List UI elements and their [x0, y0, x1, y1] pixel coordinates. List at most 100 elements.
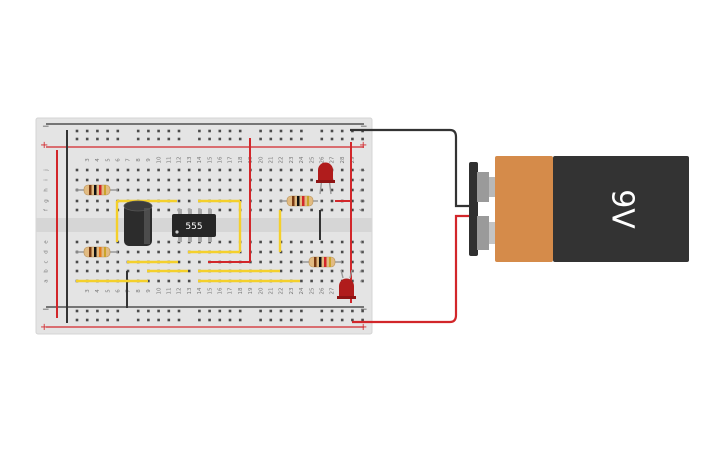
- rail-hole[interactable]: [116, 309, 120, 313]
- rail-hole[interactable]: [198, 137, 201, 141]
- rail-hole[interactable]: [208, 318, 211, 322]
- terminal-hole[interactable]: [75, 260, 79, 264]
- led-bottom[interactable]: [337, 269, 356, 299]
- rail-hole[interactable]: [85, 309, 89, 313]
- terminal-hole[interactable]: [136, 188, 140, 192]
- terminal-hole[interactable]: [177, 188, 181, 192]
- rail-hole[interactable]: [136, 137, 140, 141]
- terminal-hole[interactable]: [361, 199, 364, 203]
- rail-hole[interactable]: [289, 309, 293, 313]
- terminal-hole[interactable]: [269, 240, 273, 244]
- terminal-hole[interactable]: [157, 188, 160, 192]
- terminal-hole[interactable]: [289, 168, 293, 172]
- terminal-hole[interactable]: [116, 269, 120, 273]
- terminal-hole[interactable]: [167, 240, 171, 244]
- terminal-hole[interactable]: [157, 250, 160, 254]
- terminal-hole[interactable]: [96, 199, 99, 203]
- chip-555[interactable]: 555: [172, 209, 216, 242]
- terminal-hole[interactable]: [269, 168, 273, 172]
- rail-hole[interactable]: [177, 129, 181, 133]
- terminal-hole[interactable]: [147, 250, 150, 254]
- terminal-hole[interactable]: [106, 178, 109, 182]
- rail-hole[interactable]: [259, 129, 262, 133]
- rail-hole[interactable]: [238, 129, 242, 133]
- terminal-hole[interactable]: [300, 208, 303, 212]
- rail-hole[interactable]: [136, 309, 140, 313]
- terminal-hole[interactable]: [75, 269, 79, 273]
- rail-hole[interactable]: [75, 318, 79, 322]
- terminal-hole[interactable]: [351, 199, 354, 203]
- rail-hole[interactable]: [300, 318, 303, 322]
- rail-hole[interactable]: [269, 129, 273, 133]
- rail-hole[interactable]: [320, 309, 324, 313]
- rail-hole[interactable]: [330, 309, 334, 313]
- terminal-hole[interactable]: [187, 279, 191, 283]
- terminal-hole[interactable]: [198, 188, 201, 192]
- electrolytic-capacitor[interactable]: [123, 200, 153, 246]
- terminal-hole[interactable]: [351, 260, 354, 264]
- rail-hole[interactable]: [340, 318, 344, 322]
- rail-hole[interactable]: [198, 129, 201, 133]
- rail-hole[interactable]: [75, 309, 79, 313]
- terminal-hole[interactable]: [340, 168, 344, 172]
- terminal-hole[interactable]: [136, 178, 140, 182]
- terminal-hole[interactable]: [228, 188, 232, 192]
- terminal-hole[interactable]: [340, 260, 344, 264]
- terminal-hole[interactable]: [320, 188, 324, 192]
- led-top[interactable]: [316, 162, 335, 195]
- terminal-hole[interactable]: [351, 178, 354, 182]
- rail-hole[interactable]: [106, 318, 109, 322]
- terminal-hole[interactable]: [208, 178, 211, 182]
- rail-hole[interactable]: [330, 137, 334, 141]
- rail-hole[interactable]: [85, 129, 89, 133]
- rail-hole[interactable]: [228, 129, 232, 133]
- rail-hole[interactable]: [218, 129, 222, 133]
- terminal-hole[interactable]: [106, 240, 109, 244]
- terminal-hole[interactable]: [198, 260, 201, 264]
- terminal-hole[interactable]: [218, 240, 222, 244]
- terminal-hole[interactable]: [330, 269, 334, 273]
- terminal-hole[interactable]: [289, 250, 293, 254]
- terminal-hole[interactable]: [310, 269, 313, 273]
- terminal-hole[interactable]: [269, 188, 273, 192]
- terminal-hole[interactable]: [136, 250, 140, 254]
- rail-hole[interactable]: [320, 137, 324, 141]
- rail-hole[interactable]: [177, 137, 181, 141]
- terminal-hole[interactable]: [147, 178, 150, 182]
- terminal-hole[interactable]: [259, 178, 262, 182]
- rail-hole[interactable]: [136, 318, 140, 322]
- battery-negative-lead[interactable]: [350, 128, 470, 208]
- rail-hole[interactable]: [85, 137, 89, 141]
- terminal-hole[interactable]: [96, 260, 99, 264]
- rail-hole[interactable]: [238, 309, 242, 313]
- terminal-hole[interactable]: [269, 199, 273, 203]
- battery-9v[interactable]: 9V: [469, 156, 689, 262]
- rail-hole[interactable]: [259, 318, 262, 322]
- terminal-hole[interactable]: [269, 260, 273, 264]
- terminal-hole[interactable]: [157, 168, 160, 172]
- terminal-hole[interactable]: [136, 269, 140, 273]
- terminal-hole[interactable]: [269, 250, 273, 254]
- terminal-hole[interactable]: [361, 188, 364, 192]
- terminal-hole[interactable]: [330, 199, 334, 203]
- terminal-hole[interactable]: [320, 279, 324, 283]
- terminal-hole[interactable]: [167, 208, 171, 212]
- terminal-hole[interactable]: [177, 168, 181, 172]
- resistor-r3[interactable]: [280, 195, 318, 207]
- rail-hole[interactable]: [198, 309, 201, 313]
- rail-hole[interactable]: [351, 309, 354, 313]
- rail-hole[interactable]: [279, 129, 283, 133]
- terminal-hole[interactable]: [126, 178, 130, 182]
- rail-hole[interactable]: [361, 309, 364, 313]
- rail-hole[interactable]: [238, 137, 242, 141]
- rail-hole[interactable]: [228, 318, 232, 322]
- terminal-hole[interactable]: [157, 279, 160, 283]
- rail-hole[interactable]: [106, 129, 109, 133]
- rail-hole[interactable]: [157, 137, 160, 141]
- terminal-hole[interactable]: [300, 279, 303, 283]
- rail-hole[interactable]: [351, 137, 354, 141]
- terminal-hole[interactable]: [187, 178, 191, 182]
- terminal-hole[interactable]: [289, 260, 293, 264]
- rail-hole[interactable]: [75, 137, 79, 141]
- terminal-hole[interactable]: [177, 279, 181, 283]
